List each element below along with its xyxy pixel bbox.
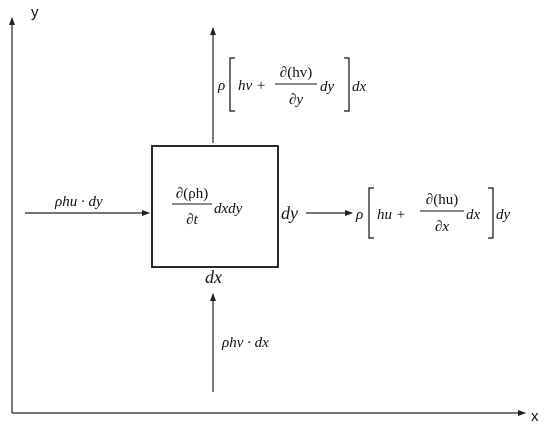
storage-factor: dxdy [214, 201, 243, 217]
top-prefix: ρ [217, 78, 225, 94]
y-axis-label: y [31, 4, 39, 21]
right-numerator: ∂(hu) [426, 192, 458, 208]
left-inflow-label: ρhu · dy [54, 194, 103, 210]
right-inner-factor: dx [466, 207, 481, 223]
right-prefix: ρ [355, 207, 363, 223]
right-denominator: ∂x [435, 219, 449, 235]
right-term: hu + [377, 207, 406, 223]
right-left-bracket [368, 187, 374, 239]
top-left-bracket [229, 57, 235, 112]
top-outer-factor: dx [352, 79, 367, 95]
bottom-side-label: dx [205, 267, 222, 287]
control-volume-box [151, 145, 279, 268]
top-inner-factor: dy [320, 79, 335, 95]
x-axis-label: x [531, 408, 539, 425]
storage-term: ∂(ρh) ∂t dxdy [172, 186, 243, 228]
top-numerator: ∂(hv) [280, 65, 312, 81]
right-side-label: dy [281, 203, 298, 223]
right-outflow-expression: ρ hu + ∂(hu) ∂x dx dy [355, 187, 511, 239]
top-term: hv + [238, 78, 266, 94]
bottom-inflow-label: ρhv · dx [221, 335, 269, 351]
storage-denominator: ∂t [186, 212, 198, 228]
top-denominator: ∂y [289, 92, 303, 108]
right-outer-factor: dy [496, 207, 511, 223]
right-right-bracket [488, 187, 494, 239]
top-outflow-expression: ρ hv + ∂(hv) ∂y dy dx [217, 57, 367, 112]
storage-numerator: ∂(ρh) [176, 186, 208, 202]
top-right-bracket [344, 57, 350, 112]
